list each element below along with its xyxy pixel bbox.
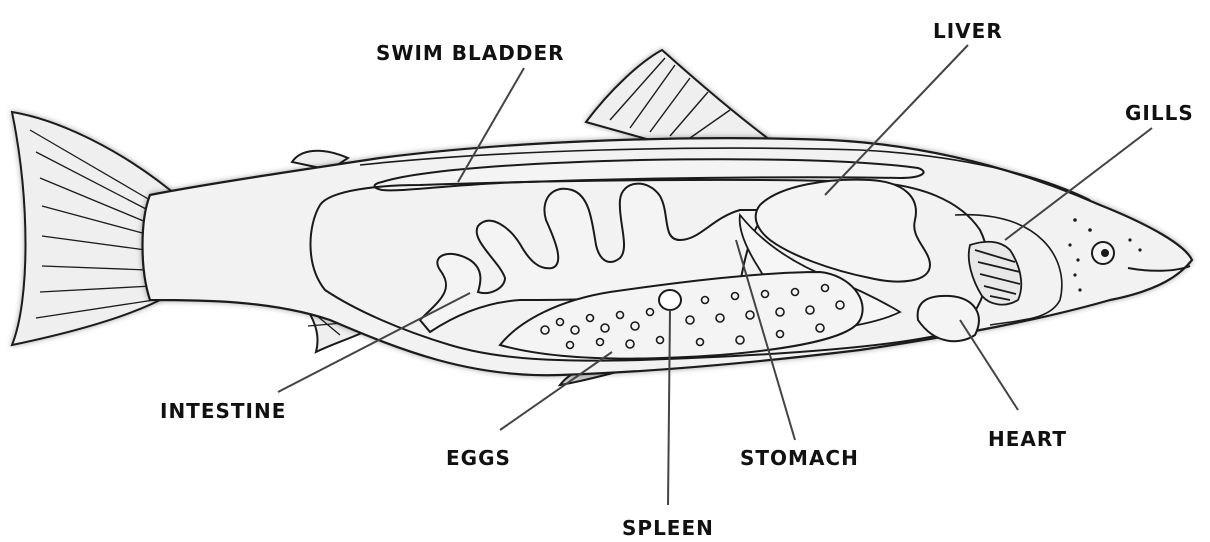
- label-liver: LIVER: [933, 19, 1003, 43]
- spleen: [659, 290, 681, 310]
- label-heart: HEART: [988, 427, 1067, 451]
- label-gills: GILLS: [1125, 101, 1194, 125]
- label-intestine: INTESTINE: [160, 399, 286, 423]
- label-stomach: STOMACH: [740, 446, 859, 470]
- label-spleen: SPLEEN: [622, 516, 714, 540]
- dorsal-fin: [586, 50, 770, 140]
- label-eggs: EGGS: [446, 446, 511, 470]
- label-swim-bladder: SWIM BLADDER: [376, 41, 565, 65]
